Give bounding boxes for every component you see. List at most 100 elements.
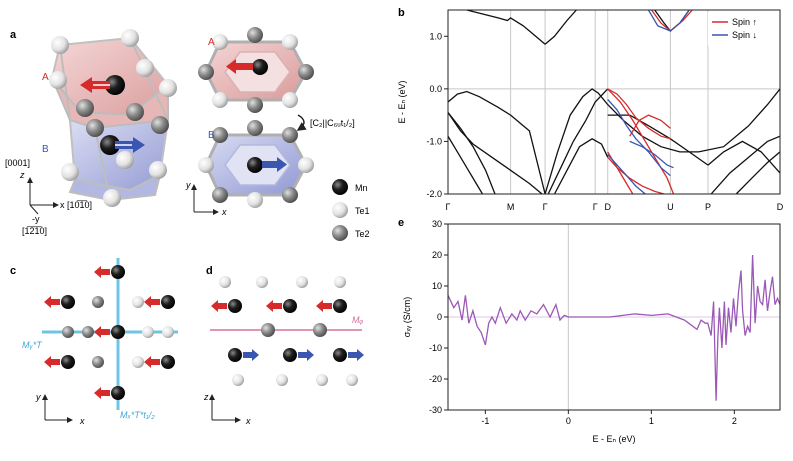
x-tick-label: 2: [732, 416, 737, 426]
legend-label: Spin ↑: [732, 17, 757, 27]
axes-large: [0001] z x [10̅1̅0] -y [1̅2̅1̅0]: [5, 158, 92, 236]
te1-atom: [132, 356, 144, 368]
band-line: [448, 112, 543, 194]
axis-x2-label: x: [221, 207, 227, 217]
te1-atom: [136, 59, 154, 77]
te2-atom: [82, 326, 94, 338]
spin-arrow-red: [80, 77, 110, 93]
te2-atom: [261, 323, 275, 337]
band-line: [448, 112, 496, 194]
axis-0001-label: [0001]: [5, 158, 30, 168]
mirror-label-my: Mᵧ*T: [22, 340, 43, 350]
band-line: [629, 114, 671, 137]
atoms-large: [49, 29, 177, 207]
band-line: [448, 135, 484, 194]
te2-atom: [76, 99, 94, 117]
spin-arrow: [44, 296, 60, 308]
kpath-label: Γ: [543, 202, 548, 212]
mn-atom: [252, 59, 268, 75]
band-line: [707, 140, 780, 174]
te1-atom: [162, 326, 174, 338]
spin-arrow: [144, 356, 160, 368]
te1-legend-label: Te1: [355, 206, 370, 216]
panel-d-axis-x: x: [245, 416, 251, 426]
band-line: [544, 10, 577, 45]
te1-atom: [346, 374, 358, 386]
band-line: [647, 10, 690, 32]
band-lines: [448, 10, 780, 194]
te1-atom: [159, 79, 177, 97]
te2-atom: [92, 296, 104, 308]
y-tick-label: -2.0: [426, 189, 442, 199]
legend-label: Spin ↓: [732, 30, 757, 40]
band-line: [607, 88, 671, 140]
x-tick-label: -1: [481, 416, 489, 426]
y-tick-label: -1.0: [426, 136, 442, 146]
te1-atom: [282, 92, 298, 108]
kpath-label: U: [667, 202, 674, 212]
spin-arrow: [243, 349, 259, 361]
y-tick-label: -20: [429, 374, 442, 384]
band-line: [607, 156, 665, 194]
mn-legend-label: Mn: [355, 183, 368, 193]
kpath-label: D: [604, 202, 611, 212]
band-frame: [447, 9, 781, 195]
axis-neg-y-label: -y: [32, 214, 40, 224]
band-y-label: E - Eₙ (eV): [397, 80, 407, 123]
axis-1210-label: [1̅2̅1̅0]: [22, 226, 47, 236]
panel-a-label: a: [10, 29, 17, 41]
axis-z-label: z: [19, 170, 25, 180]
te2-legend-icon: [332, 225, 348, 241]
spin-arrow: [316, 300, 332, 312]
kpath-label: P: [705, 202, 711, 212]
spin-arrow-blue: [115, 137, 145, 153]
te2-atom: [247, 97, 263, 113]
panel-d: d Mᵩ z x: [203, 265, 364, 426]
te1-atom: [247, 192, 263, 208]
sublattice-a-small-label: A: [208, 37, 215, 48]
y-tick-label: 0.0: [429, 84, 442, 94]
kpath-label: D: [777, 202, 784, 212]
te1-atom: [49, 71, 67, 89]
te1-atom: [232, 374, 244, 386]
te1-atom: [276, 374, 288, 386]
te1-atom: [334, 276, 346, 288]
te2-legend-label: Te2: [355, 229, 370, 239]
kpath-label: Γ: [446, 202, 451, 212]
spin-arrow: [94, 387, 110, 399]
te2-atom: [151, 116, 169, 134]
te1-atom: [51, 36, 69, 54]
axis-x-label: x [10̅1̅0]: [60, 200, 92, 210]
band-line: [735, 151, 780, 194]
mn-atom: [283, 299, 297, 313]
mn-atom: [283, 348, 297, 362]
kpath-label: M: [507, 202, 515, 212]
band-line: [553, 138, 609, 194]
te2-atom: [247, 27, 263, 43]
mn-atom: [61, 295, 75, 309]
te1-atom: [316, 374, 328, 386]
y-tick-label: -10: [429, 343, 442, 353]
panel-d-atoms: [211, 276, 364, 386]
polyhedron-b-top-view: B: [198, 120, 314, 208]
sublattice-b-label: B: [42, 144, 49, 155]
te1-atom: [61, 163, 79, 181]
band-line: [607, 154, 646, 194]
axes-small: y x: [185, 180, 227, 217]
atom-legend: Mn Te1 Te2: [332, 179, 370, 241]
band-line: [544, 88, 609, 194]
te2-atom: [282, 127, 298, 143]
sigma-y-label: σₓᵧ (S/cm): [402, 297, 412, 337]
spin-arrow: [44, 356, 60, 368]
te1-atom: [298, 157, 314, 173]
spin-legend: Spin ↑ Spin ↓: [708, 12, 778, 46]
spin-arrow: [266, 300, 282, 312]
spin-arrow: [211, 300, 227, 312]
x-tick-label: 1: [649, 416, 654, 426]
mn-atom: [228, 299, 242, 313]
te1-atom: [212, 92, 228, 108]
te1-atom: [103, 189, 121, 207]
